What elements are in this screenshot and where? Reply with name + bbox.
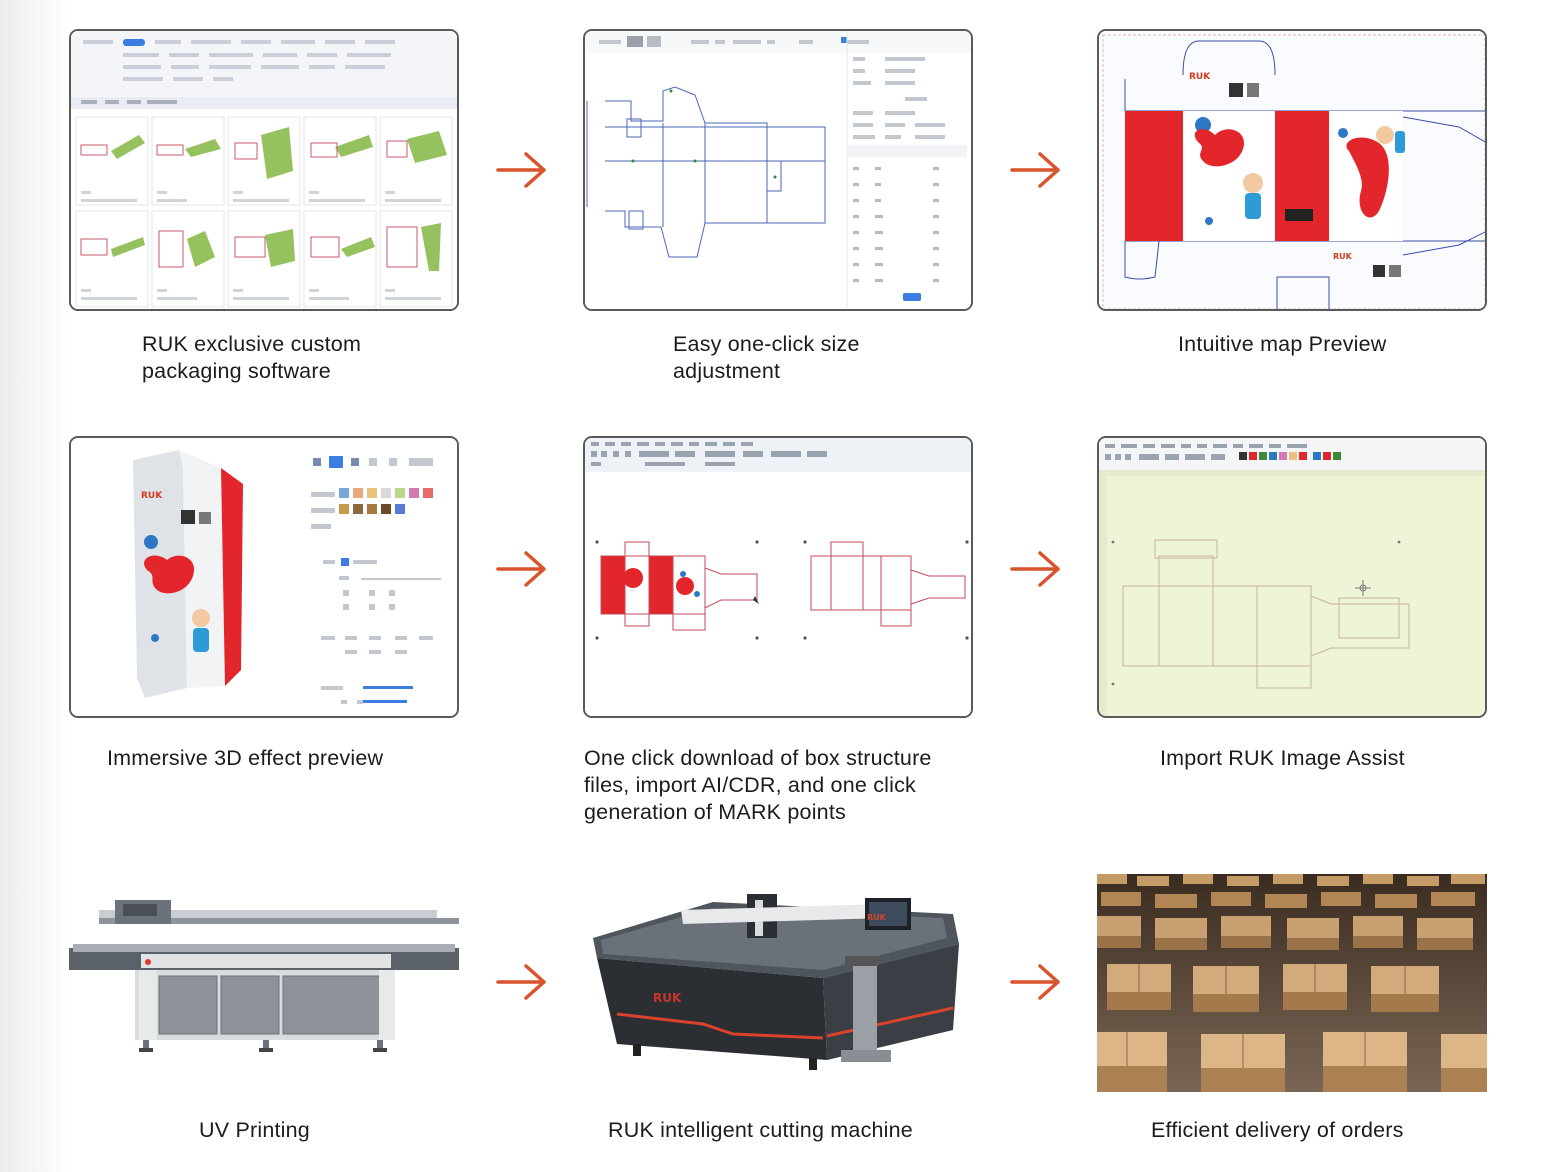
box-structure-screenshot [585,438,971,716]
step-caption: RUK exclusive custom packaging software [142,332,362,383]
right-arrow-icon [496,152,546,188]
software-screenshot-card [69,29,459,311]
step-caption: RUK intelligent cutting machine [608,1118,913,1142]
cardboard-boxes-photo [1097,874,1487,1092]
brand-logo: RUK [867,913,887,922]
box-structure-screenshot-card [583,436,973,718]
image-assist-screenshot-card [1097,436,1487,718]
map-preview-screenshot: RUK RUK [1099,31,1485,309]
brand-logo: RUK [1333,252,1353,261]
3d-preview-screenshot-card: RUK [69,436,459,718]
map-preview-screenshot-card: RUK RUK [1097,29,1487,311]
right-arrow-icon [1010,152,1060,188]
step-caption: One click download of box structure file… [584,746,932,824]
right-arrow-icon [496,964,546,1000]
image-assist-screenshot [1099,438,1485,716]
size-adjustment-screenshot [585,31,971,309]
right-arrow-icon [1010,551,1060,587]
right-arrow-icon [496,551,546,587]
packaging-software-screenshot [71,31,457,309]
cutting-machine-photo: RUK RUK [583,874,973,1092]
uv-printer-photo [69,874,459,1092]
step-caption: Efficient delivery of orders [1151,1118,1404,1142]
step-caption: Easy one-click size adjustment [673,332,860,383]
brand-logo: RUK [653,991,682,1005]
step-caption: Import RUK Image Assist [1160,746,1405,770]
step-caption: UV Printing [199,1118,310,1142]
size-adjustment-screenshot-card [583,29,973,311]
brand-logo: RUK [1189,72,1211,82]
step-caption: Immersive 3D effect preview [107,746,384,770]
3d-preview-screenshot: RUK [71,438,457,716]
brand-logo: RUK [141,491,163,501]
right-arrow-icon [1010,964,1060,1000]
step-caption: Intuitive map Preview [1178,332,1387,356]
